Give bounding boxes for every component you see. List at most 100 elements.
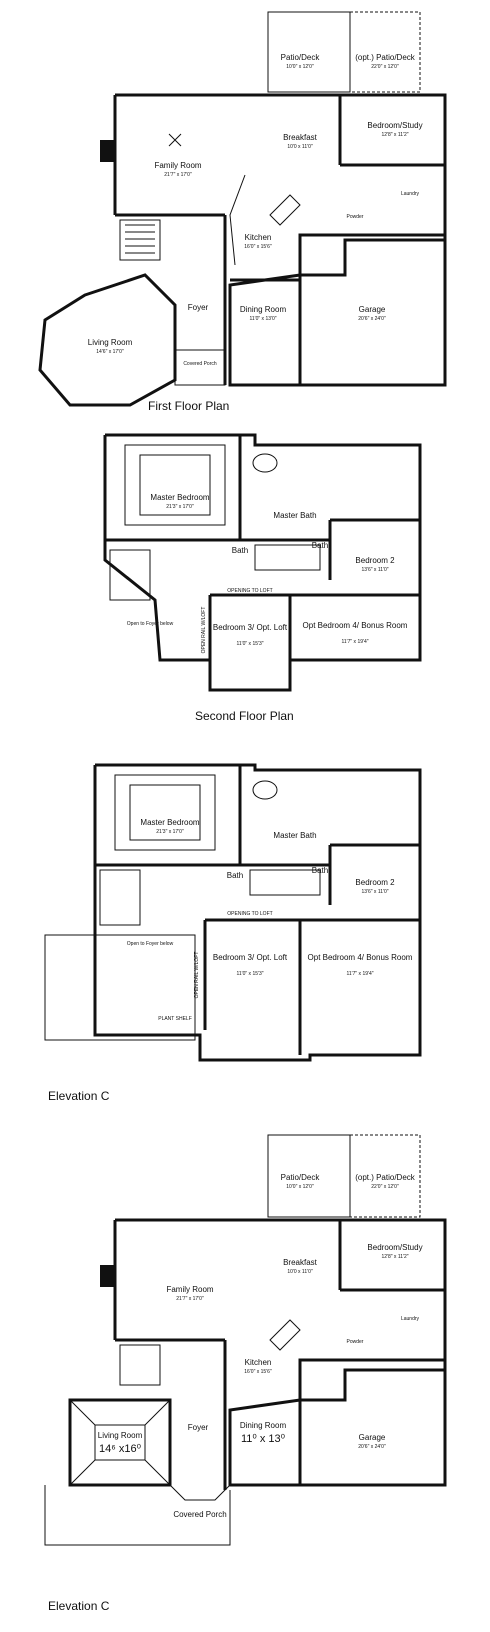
tray-ceiling-inner (139, 454, 211, 516)
breakfast-dim: 10'0 x 11'0" (287, 144, 313, 150)
elevation-c-caption-1: Elevation C (48, 1089, 110, 1103)
ceiling-fan-icon (168, 133, 182, 147)
bedroom4-c-label: Opt Bedroom 4/ Bonus Room (308, 953, 413, 962)
living-room-c-dim: 14⁶ x16⁰ (99, 1443, 142, 1455)
tray-ceiling-c-inner (129, 784, 201, 841)
family-room-dim: 21'7" x 17'0" (164, 172, 192, 178)
kitchen-c-label: Kitchen (245, 1358, 272, 1367)
master-bedroom-label: Master Bedroom (150, 493, 209, 502)
dining-room-label: Dining Room (240, 305, 287, 314)
first-floor-caption: First Floor Plan (148, 399, 229, 413)
bedroom2-dim: 13'6" x 11'0" (361, 567, 388, 573)
porch-roof (169, 1484, 231, 1501)
patio-dim: 10'0" x 12'0" (286, 64, 314, 70)
first-floor-outer-wall (115, 93, 447, 387)
dining-room-c-label: Dining Room (240, 1421, 287, 1430)
first-floor-c-outer-wall (115, 1218, 447, 1487)
bath-c-fixtures (249, 869, 321, 896)
opt-patio-deck (349, 11, 421, 93)
patio-deck (267, 11, 351, 93)
tray-ceiling (124, 444, 226, 526)
bath-left-label: Bath (232, 546, 248, 555)
bedroom3-c-dim: 11'0" x 15'3" (236, 971, 263, 977)
patio-c-label: Patio/Deck (281, 1173, 321, 1182)
master-bath-label: Master Bath (273, 511, 316, 520)
bath-left-c-label: Bath (227, 871, 243, 880)
garage-walls (298, 233, 447, 387)
first-floor-plan: Patio/Deck 10'0" x 12'0" (opt.) Patio/De… (38, 11, 447, 413)
open-rail-loft: OPEN RAIL W/LOFT (201, 607, 207, 654)
kitchen-dim: 16'0" x 15'6" (244, 244, 272, 250)
opt-patio-label: (opt.) Patio/Deck (355, 53, 416, 62)
opening-to-loft-c: OPENING TO LOFT (227, 911, 272, 917)
powder-c-label: Powder (347, 1339, 364, 1345)
open-rail-loft-c: OPEN RAIL W/LOFT (194, 952, 200, 999)
living-room-c-walls (68, 1398, 172, 1487)
family-room-label: Family Room (154, 161, 201, 170)
garage-label: Garage (359, 305, 386, 314)
master-bedroom-c-dim: 21'3" x 17'0" (156, 829, 184, 835)
opt-patio-dim: 22'0" x 12'0" (371, 64, 399, 70)
patio-label: Patio/Deck (281, 53, 321, 62)
fireplace-c-icon (100, 1265, 115, 1287)
bedroom4-dim: 11'7" x 19'4" (341, 639, 368, 645)
bath-right-label: Bath (312, 541, 328, 550)
bedroom2-label: Bedroom 2 (355, 556, 395, 565)
stairs-c (99, 869, 141, 926)
foyer-c-label: Foyer (188, 1423, 209, 1432)
second-floor-c-outer-wall (93, 763, 422, 1062)
breakfast-c-label: Breakfast (283, 1258, 318, 1267)
garage-c-walls (298, 1358, 447, 1487)
family-room-c-label: Family Room (166, 1285, 213, 1294)
kitchen-counter (229, 174, 246, 266)
covered-porch-c-outline (44, 1485, 231, 1546)
tub-c-icon (252, 780, 278, 800)
garage-c-label: Garage (359, 1433, 386, 1442)
kitchen-c-dim: 16'0" x 15'6" (244, 1369, 272, 1375)
bedroom3-label: Bedroom 3/ Opt. Loft (213, 623, 288, 632)
bedroom4-c-dim: 11'7" x 19'4" (346, 971, 373, 977)
covered-porch-label: Covered Porch (183, 361, 217, 367)
first-floor-plan-c: Patio/Deck 10'0" x 12'0" (opt.) Patio/De… (44, 1134, 447, 1613)
bath-right-c-label: Bath (312, 866, 328, 875)
dining-room-c-dim: 11⁰ x 13⁰ (241, 1433, 286, 1445)
bedroom-study-label: Bedroom/Study (367, 121, 422, 130)
bedroom2-c-label: Bedroom 2 (355, 878, 395, 887)
living-room-walls (38, 273, 177, 407)
master-bedroom-dim: 21'3" x 17'0" (166, 504, 194, 510)
open-to-foyer-c: Open to Foyer below (127, 941, 174, 947)
living-room-dim: 14'6" x 17'0" (96, 349, 124, 355)
opt-patio-deck-c (349, 1134, 421, 1218)
stairs-2 (109, 549, 151, 601)
powder-label: Powder (347, 214, 364, 220)
opening-to-loft: OPENING TO LOFT (227, 588, 272, 594)
second-floor-plan: Master Bedroom 21'3" x 17'0" Master Bath… (103, 433, 422, 723)
breakfast-c-dim: 10'0 x 11'0" (287, 1269, 313, 1275)
garage-c-dim: 20'6" x 24'0" (358, 1444, 386, 1450)
bedroom2-c-dim: 13'6" x 11'0" (361, 889, 388, 895)
living-roof-lines (69, 1399, 171, 1486)
laundry-label: Laundry (401, 191, 420, 197)
tray-ceiling-c (114, 774, 216, 851)
second-floor-plan-c: Master Bedroom 21'3" x 17'0" Master Bath… (44, 763, 422, 1103)
bedroom-study-dim: 12'8" x 11'2" (381, 132, 408, 138)
bedroom3-dim: 11'0" x 15'3" (236, 641, 263, 647)
living-room-label: Living Room (88, 338, 133, 347)
kitchen-label: Kitchen (245, 233, 272, 242)
tub-icon (252, 453, 278, 473)
master-bedroom-c-label: Master Bedroom (140, 818, 199, 827)
bath-fixtures (254, 544, 321, 571)
patio-c-dim: 10'0" x 12'0" (286, 1184, 314, 1190)
kitchen-c-island (269, 1319, 301, 1351)
opt-patio-c-label: (opt.) Patio/Deck (355, 1173, 416, 1182)
breakfast-label: Breakfast (283, 133, 318, 142)
living-room-c-label: Living Room (98, 1431, 143, 1440)
family-room-c-dim: 21'7" x 17'0" (176, 1296, 204, 1302)
second-floor-caption: Second Floor Plan (195, 709, 294, 723)
dining-room-dim: 11'0" x 13'0" (249, 316, 276, 322)
covered-porch-c-label: Covered Porch (173, 1510, 226, 1519)
fireplace-icon (100, 140, 115, 162)
kitchen-island (269, 194, 301, 226)
bedroom4-label: Opt Bedroom 4/ Bonus Room (303, 621, 408, 630)
